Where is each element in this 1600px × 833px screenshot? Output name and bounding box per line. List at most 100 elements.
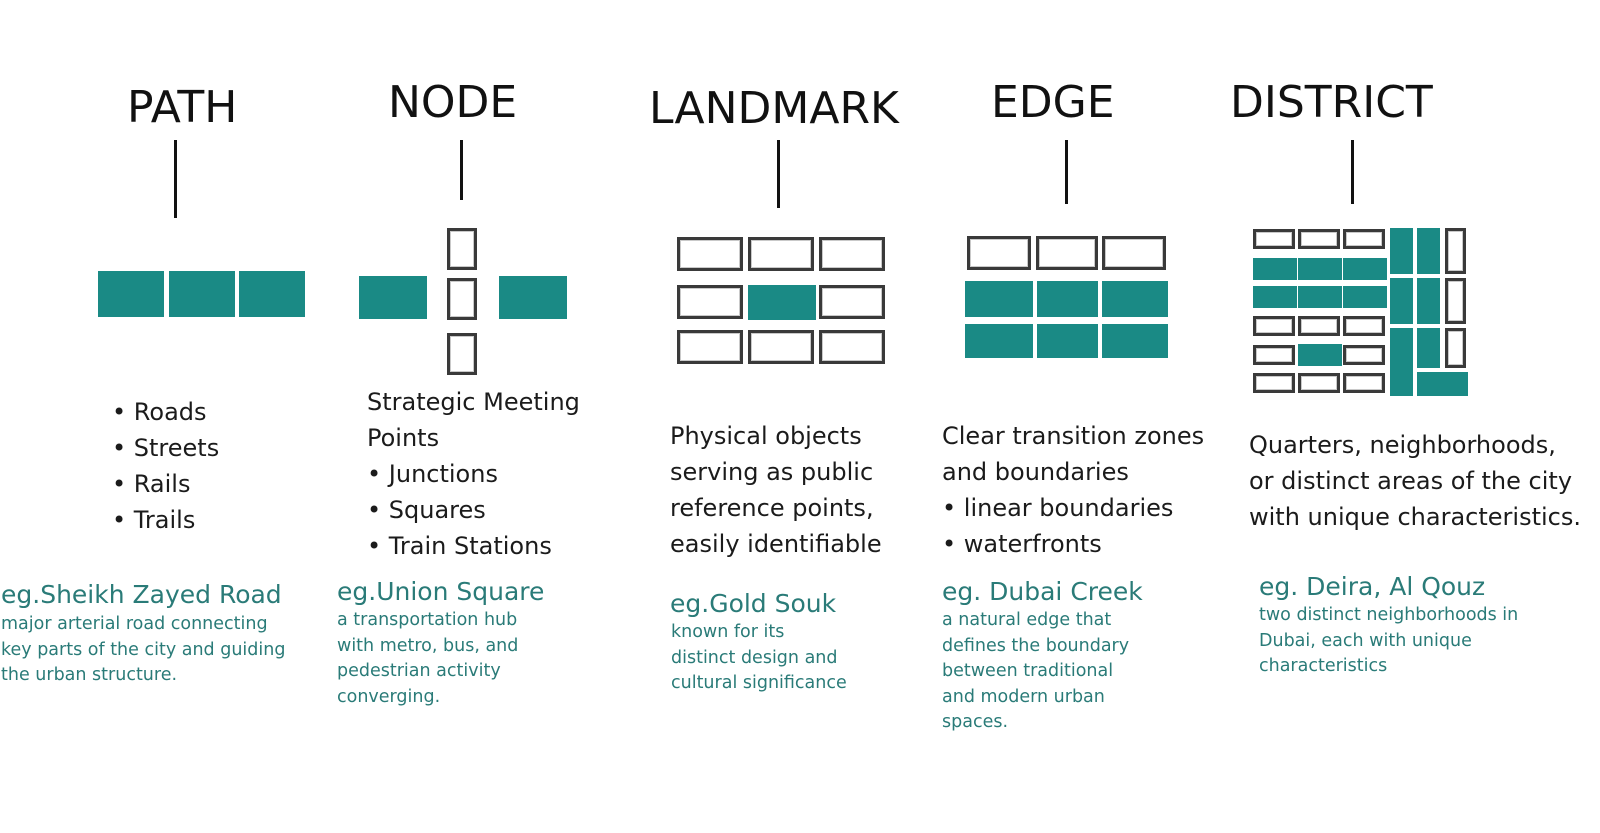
district-block [1253, 286, 1297, 308]
district-example-line: characteristics [1259, 656, 1388, 676]
landmark-example-line: cultural significance [671, 673, 847, 693]
district-block-outline [1445, 328, 1466, 368]
node-title: NODE [388, 77, 518, 128]
node-block [359, 276, 427, 319]
edge-block [1037, 324, 1098, 358]
edge-title: EDGE [991, 77, 1115, 128]
edge-example-line: spaces. [942, 712, 1009, 732]
landmark-example-body: known for its distinct design and cultur… [671, 620, 847, 697]
edge-desc-line: Clear transition zones [942, 422, 1205, 450]
district-block [1417, 328, 1440, 368]
node-example-title: eg.Union Square [337, 577, 545, 606]
landmark-block-outline [748, 330, 814, 364]
edge-example-line: a natural edge that [942, 610, 1112, 630]
column-path: PATH • Roads • Streets • Rails • Trails … [0, 0, 320, 833]
district-block-outline [1343, 316, 1385, 336]
district-block-outline [1445, 228, 1466, 274]
edge-example-line: and modern urban [942, 686, 1105, 707]
landmark-block-outline [677, 285, 743, 319]
district-block [1417, 372, 1468, 396]
district-desc-line: or distinct areas of the city [1249, 467, 1573, 495]
district-block-outline [1445, 278, 1466, 324]
district-connector-line [1351, 140, 1354, 204]
district-block [1417, 228, 1440, 274]
path-example-title: eg.Sheikh Zayed Road [1, 580, 282, 609]
node-description: Strategic Meeting Points • Junctions • S… [367, 384, 580, 564]
district-desc-line: Quarters, neighborhoods, [1249, 431, 1556, 459]
path-example-line: the urban structure. [1, 665, 178, 685]
district-example-title: eg. Deira, Al Qouz [1259, 572, 1486, 601]
node-desc-line: • Squares [367, 496, 486, 524]
path-example-body: major arterial road connecting key parts… [1, 612, 285, 689]
node-desc-line: • Train Stations [367, 532, 552, 560]
path-block [98, 271, 164, 317]
district-block [1390, 328, 1413, 396]
node-block-outline [447, 228, 477, 270]
district-example-line: two distinct neighborhoods in [1259, 605, 1519, 625]
edge-connector-line [1065, 140, 1068, 204]
district-block-outline [1253, 316, 1295, 336]
node-connector-line [460, 140, 463, 200]
edge-block [1037, 281, 1098, 317]
district-block-outline [1343, 345, 1385, 365]
node-desc-line: Points [367, 424, 440, 452]
path-block [239, 271, 305, 317]
district-block-outline [1343, 229, 1385, 249]
landmark-block-outline [819, 237, 885, 271]
district-block [1253, 258, 1297, 280]
district-title: DISTRICT [1230, 77, 1433, 128]
district-block-outline [1298, 316, 1340, 336]
column-landmark: LANDMARK Physical objects serving as pub… [649, 83, 899, 697]
edge-example-line: defines the boundary [942, 635, 1130, 656]
edge-block [1102, 324, 1168, 358]
node-example-line: pedestrian activity [337, 661, 501, 681]
district-block-outline [1253, 229, 1295, 249]
district-block [1417, 278, 1440, 324]
district-block [1390, 278, 1413, 324]
edge-block-outline [1102, 236, 1166, 270]
node-example-line: a transportation hub [337, 610, 518, 630]
district-block [1343, 286, 1387, 308]
node-example-line: with metro, bus, and [337, 635, 519, 656]
district-block-outline [1253, 373, 1295, 393]
edge-desc-line: and boundaries [942, 458, 1129, 486]
landmark-desc-line: serving as public [670, 458, 874, 486]
node-block [499, 276, 567, 319]
district-block [1298, 344, 1342, 366]
landmark-desc-line: Physical objects [670, 422, 862, 450]
district-block [1390, 228, 1413, 274]
landmark-desc-line: reference points, [670, 494, 874, 522]
district-block-outline [1298, 229, 1340, 249]
landmark-description: Physical objects serving as public refer… [670, 418, 882, 562]
edge-block [1102, 281, 1168, 317]
landmark-block-outline [748, 237, 814, 271]
node-desc-line: Strategic Meeting [367, 388, 580, 416]
path-desc-line: • Roads [112, 398, 207, 426]
path-connector-line [174, 140, 177, 218]
landmark-block-outline [819, 330, 885, 364]
node-example-body: a transportation hub with metro, bus, an… [337, 608, 518, 710]
landmark-connector-line [777, 140, 780, 208]
edge-block-outline [967, 236, 1031, 270]
district-description: Quarters, neighborhoods, or distinct are… [1249, 427, 1581, 535]
district-block [1298, 258, 1342, 280]
landmark-block-outline [819, 285, 885, 319]
path-block [169, 271, 235, 317]
node-desc-line: • Junctions [367, 460, 498, 488]
district-example-line: Dubai, each with unique [1259, 630, 1472, 651]
edge-block [965, 281, 1033, 317]
edge-block-outline [1036, 236, 1098, 270]
district-block-outline [1298, 373, 1340, 393]
node-block-outline [447, 333, 477, 375]
path-desc-line: • Rails [112, 470, 191, 498]
landmark-block-highlight [748, 285, 816, 320]
district-desc-line: with unique characteristics. [1249, 503, 1581, 531]
edge-desc-line: • linear boundaries [942, 494, 1174, 522]
edge-example-title: eg. Dubai Creek [942, 577, 1143, 606]
landmark-block-outline [677, 237, 743, 271]
edge-desc-line: • waterfronts [942, 530, 1102, 558]
path-description: • Roads • Streets • Rails • Trails [112, 394, 219, 538]
district-example-body: two distinct neighborhoods in Dubai, eac… [1259, 603, 1518, 680]
edge-description: Clear transition zones and boundaries • … [942, 418, 1204, 562]
column-node: NODE Strategic Meeting Points • Junction… [0, 0, 620, 833]
